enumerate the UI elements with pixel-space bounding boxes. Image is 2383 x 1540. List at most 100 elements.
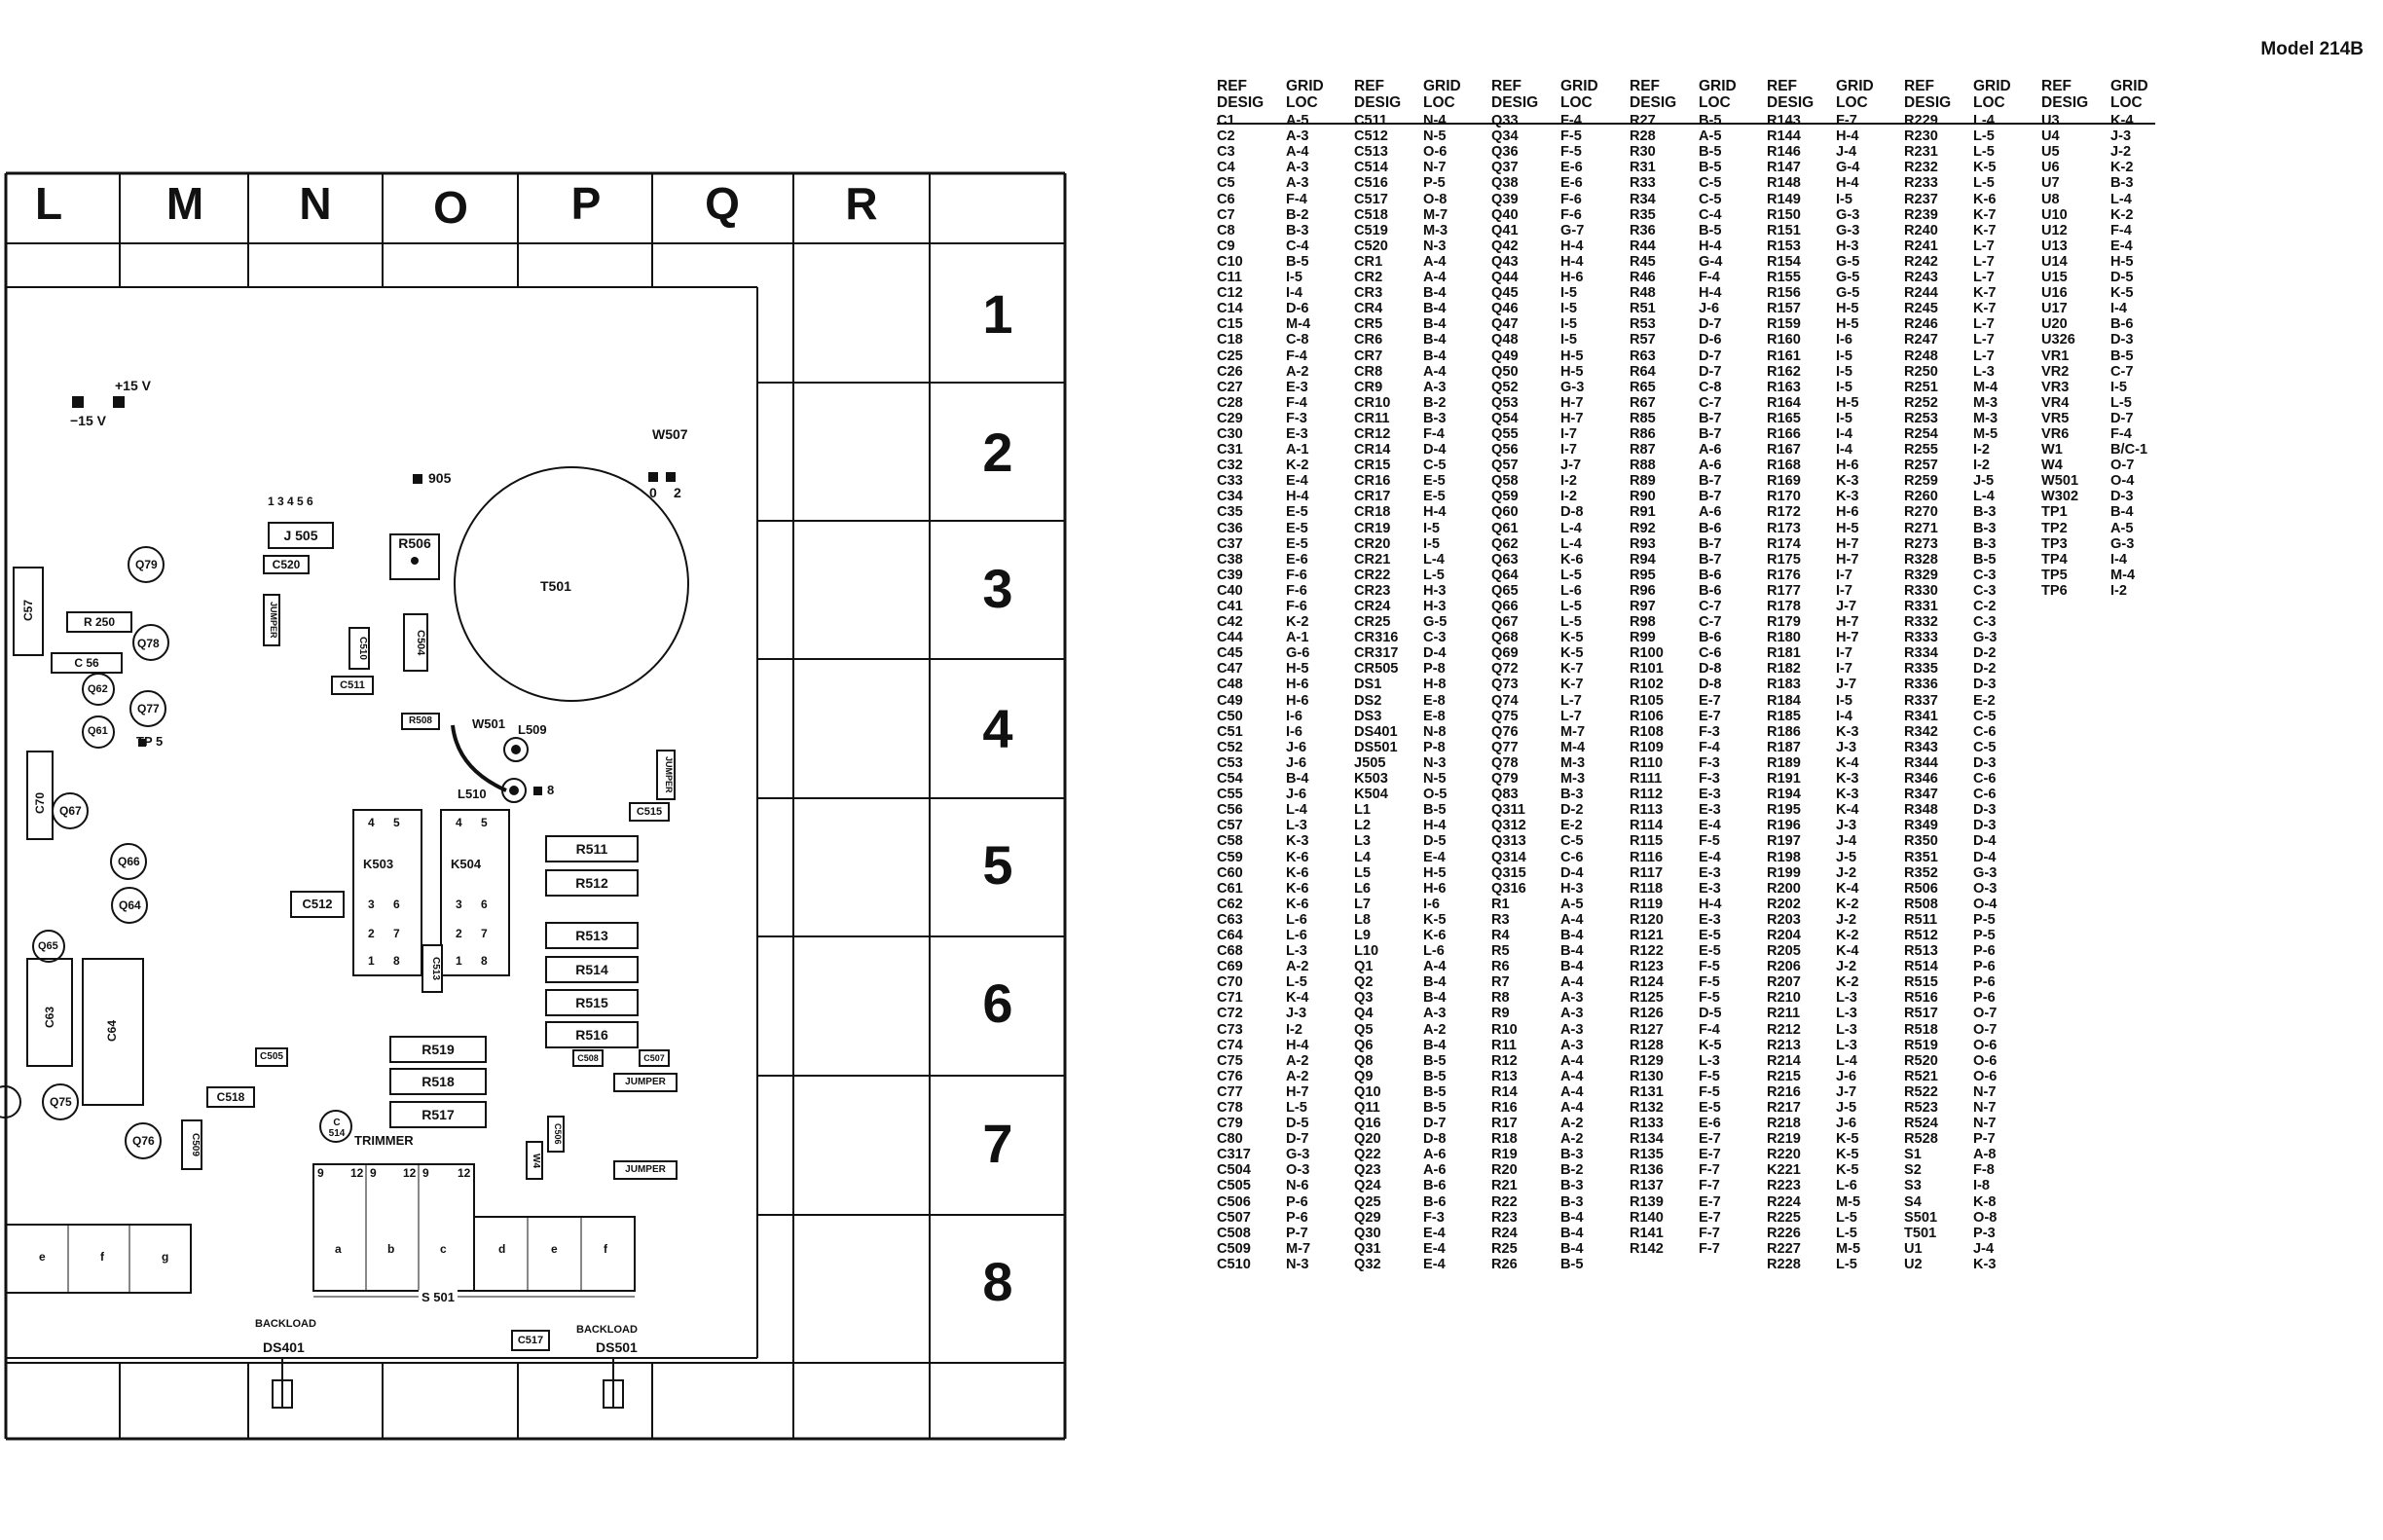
grid-loc: N-7 <box>1973 1116 1997 1132</box>
grid-loc: I-5 <box>1286 270 1303 286</box>
grid-loc: K-6 <box>1286 864 1309 881</box>
k503-pin-3: 3 <box>368 898 375 911</box>
ref-desig: R207 <box>1767 974 1801 991</box>
ref-desig: R247 <box>1904 332 1938 348</box>
ref-desig: VR5 <box>2041 410 2070 426</box>
ref-desig: R231 <box>1904 144 1938 161</box>
ref-desig: R508 <box>1904 896 1938 912</box>
ref-desig: TP6 <box>2041 582 2068 599</box>
ref-desig: Q33 <box>1491 113 1519 129</box>
grid-loc: E-3 <box>1699 880 1721 897</box>
ref-desig: Q67 <box>1491 614 1519 631</box>
ref-desig: R67 <box>1630 394 1656 411</box>
ref-desig: Q11 <box>1354 1100 1380 1116</box>
grid-loc: I-6 <box>1423 896 1441 912</box>
grid-loc: K-2 <box>1836 927 1859 943</box>
grid-loc: D-3 <box>2110 489 2134 505</box>
ref-desig: Q8 <box>1354 1052 1374 1069</box>
c508-box: C508 <box>572 1049 604 1067</box>
grid-loc: L-4 <box>1973 489 1995 505</box>
ref-desig: K504 <box>1354 787 1388 803</box>
ref-desig: R244 <box>1904 285 1938 302</box>
ref-desig: R229 <box>1904 113 1938 129</box>
ref-desig: R239 <box>1904 206 1938 223</box>
grid-loc: F-8 <box>1973 1162 1995 1179</box>
grid-loc: K-7 <box>1973 301 1997 317</box>
grid-loc: B-5 <box>1423 1052 1447 1069</box>
grid-loc: I-2 <box>2110 582 2128 599</box>
plus15-label: +15 V <box>115 378 151 393</box>
ref-desig: R24 <box>1491 1225 1518 1241</box>
ref-desig: R116 <box>1630 849 1664 865</box>
grid-loc: L-5 <box>1973 175 1995 192</box>
ref-desig: C35 <box>1217 504 1243 521</box>
ref-desig: R7 <box>1491 974 1510 991</box>
ref-desig: R242 <box>1904 253 1938 270</box>
ref-desig: Q52 <box>1491 379 1519 395</box>
r515-box: R515 <box>545 989 639 1016</box>
header-ref-line: DESIG <box>1217 94 1265 111</box>
grid-loc: B-7 <box>1699 551 1722 568</box>
grid-loc: A-2 <box>1423 1021 1447 1038</box>
grid-loc: K-6 <box>1286 849 1309 865</box>
grid-loc: K-5 <box>1836 1162 1859 1179</box>
grid-loc: C-7 <box>1699 394 1722 411</box>
grid-loc: K-4 <box>1836 802 1859 819</box>
grid-loc: N-3 <box>1423 238 1447 254</box>
grid-loc: L-7 <box>1973 348 1995 364</box>
grid-loc: F-4 <box>1286 348 1307 364</box>
header-loc-line: LOC <box>1560 94 1593 111</box>
k504-pin-2: 2 <box>456 927 462 940</box>
ref-desig: C33 <box>1217 473 1243 490</box>
k504-label: K504 <box>451 857 482 871</box>
grid-loc: F-4 <box>2110 222 2132 238</box>
grid-loc: O-8 <box>1423 191 1448 207</box>
r513-box: R513 <box>545 922 639 949</box>
grid-loc: M-3 <box>1973 410 1998 426</box>
ref-desig: R149 <box>1767 191 1801 207</box>
grid-loc: O-7 <box>1973 1021 1998 1038</box>
grid-loc: H-4 <box>1560 238 1584 254</box>
grid-loc: L-7 <box>1560 708 1582 724</box>
header-loc-line: GRID <box>1423 78 1461 94</box>
grid-loc: E-5 <box>1286 520 1308 536</box>
grid-loc: B-7 <box>1699 410 1722 426</box>
grid-loc: D-5 <box>1423 833 1447 850</box>
ref-desig: C52 <box>1217 739 1243 755</box>
l510-label: L510 <box>458 787 487 801</box>
header-loc-line: GRID <box>1560 78 1598 94</box>
